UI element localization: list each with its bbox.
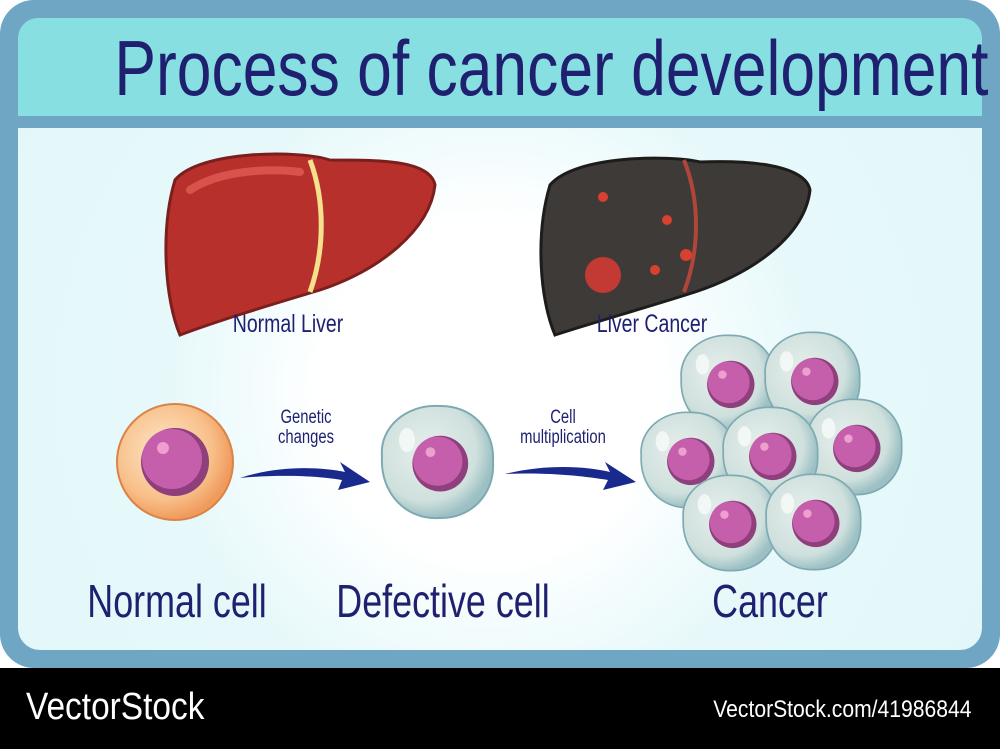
liver-cancer-label: Liver Cancer — [596, 310, 708, 338]
defective-cell-label: Defective cell — [336, 575, 550, 627]
arrow-label-line: Cell — [550, 407, 576, 428]
normal-cell-label: Normal cell — [87, 575, 267, 627]
cancer-label: Cancer — [712, 575, 828, 627]
normal-cell-illustration — [116, 403, 234, 521]
footer-bar: VectorStock VectorStock.com/41986844 — [0, 668, 1000, 749]
arrow-icon — [240, 462, 370, 490]
diagram-illustration — [116, 152, 1000, 668]
arrow-label-line: multiplication — [520, 427, 606, 448]
arrow-label-line: Genetic — [280, 407, 332, 428]
genetic-changes-label: Genetic changes — [278, 408, 334, 448]
normal-liver-label: Normal Liver — [232, 310, 344, 338]
title-band: Process of cancer development — [18, 18, 989, 116]
cancer-cluster-illustration — [641, 332, 902, 570]
page-title: Process of cancer development — [114, 24, 989, 112]
arrow-label-line: changes — [277, 427, 335, 448]
defective-cell-illustration — [382, 406, 493, 518]
brand-logo: VectorStock — [26, 686, 205, 728]
normal-liver-illustration — [164, 152, 437, 337]
arrow-icon — [505, 462, 636, 490]
stock-id-text: VectorStock.com/41986844 — [713, 696, 972, 723]
cell-multiplication-label: Cell multiplication — [520, 408, 606, 448]
liver-cancer-illustration — [539, 156, 812, 337]
